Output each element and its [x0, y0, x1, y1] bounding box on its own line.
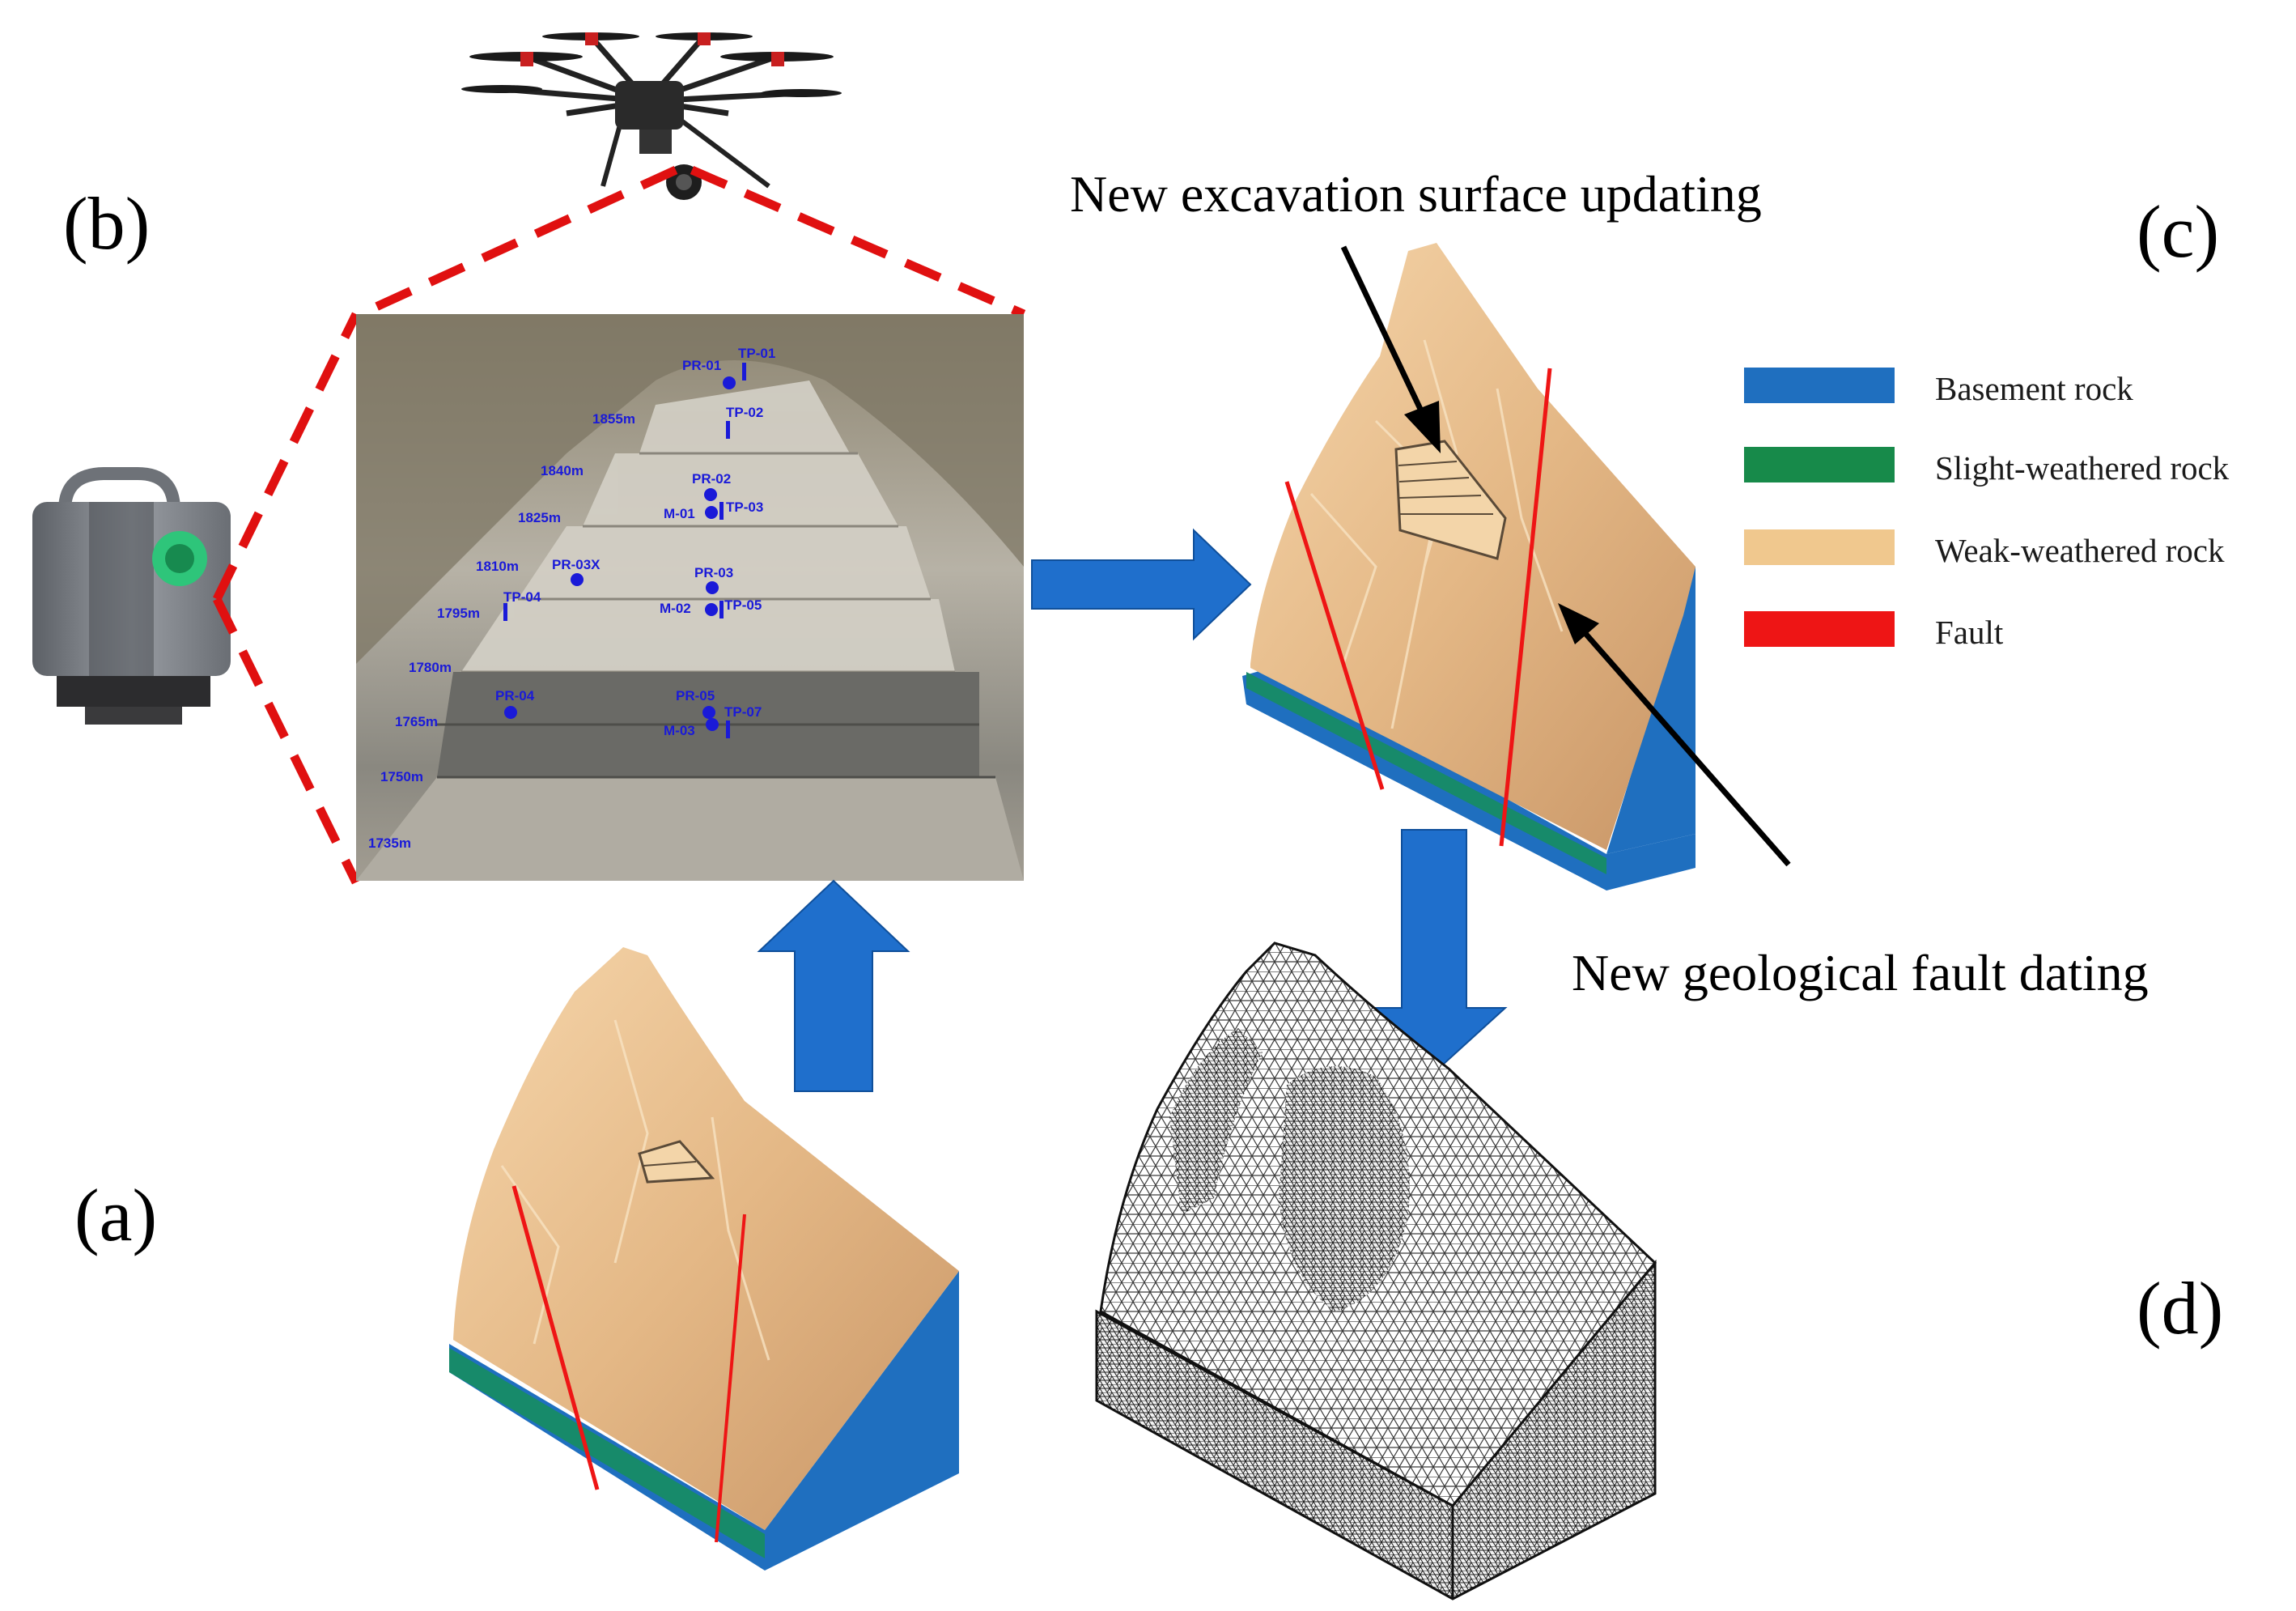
- laser-scanner-icon: [32, 467, 231, 725]
- legend-swatch: [1744, 611, 1895, 647]
- elevation-label: 1840m: [541, 463, 584, 478]
- updated-geological-model: [1242, 243, 1695, 891]
- point-label-pr03: PR-03: [694, 565, 734, 580]
- point-label-pr05: PR-05: [676, 688, 715, 703]
- point-label-m02: M-02: [660, 601, 691, 616]
- arrow-right: [1031, 528, 1252, 641]
- elevation-label: 1780m: [409, 660, 452, 675]
- point-marker: [726, 720, 730, 738]
- point-marker: [723, 376, 736, 389]
- point-label-pr04: PR-04: [495, 688, 535, 703]
- drone-icon: [461, 32, 842, 200]
- elevation-label: 1855m: [592, 411, 635, 427]
- scan-coverage-lines: [213, 165, 1026, 885]
- point-label-tp02: TP-02: [726, 405, 764, 420]
- point-marker: [504, 706, 517, 719]
- annotation-fault: New geological fault dating: [1572, 944, 2149, 1001]
- point-marker: [705, 506, 718, 519]
- legend-swatch: [1744, 447, 1895, 482]
- annotation-arrows: [1340, 245, 1791, 867]
- panel-label-d: (d): [2137, 1267, 2224, 1350]
- elevation-label: 1735m: [368, 835, 411, 851]
- elevation-label: 1825m: [518, 510, 561, 525]
- initial-geological-model: [449, 947, 959, 1571]
- legend-label: Fault: [1935, 614, 2004, 651]
- point-marker: [719, 601, 724, 618]
- point-label-tp05: TP-05: [724, 597, 762, 613]
- point-label-tp04: TP-04: [503, 589, 541, 605]
- arrow-up: [757, 879, 910, 1092]
- point-marker: [702, 706, 715, 719]
- point-marker: [706, 581, 719, 594]
- point-label-m01: M-01: [664, 506, 695, 521]
- elevation-label: 1750m: [380, 769, 423, 784]
- legend-swatch: [1744, 529, 1895, 565]
- point-label-pr01: PR-01: [682, 358, 722, 373]
- mesh-model: [1095, 942, 1657, 1600]
- annotation-excavation: New excavation surface updating: [1070, 165, 1762, 223]
- point-marker: [726, 421, 730, 439]
- point-marker: [706, 718, 719, 731]
- point-label-pr02: PR-02: [692, 471, 732, 487]
- slope-photo: [356, 314, 1024, 881]
- panel-label-c: (c): [2137, 190, 2220, 273]
- point-marker: [742, 363, 746, 380]
- point-marker: [704, 488, 717, 501]
- point-label-tp03: TP-03: [726, 499, 764, 515]
- panel-label-a: (a): [74, 1174, 158, 1256]
- elevation-label: 1795m: [437, 606, 480, 621]
- point-marker: [503, 603, 507, 621]
- legend-label: Basement rock: [1935, 370, 2133, 407]
- point-marker: [705, 603, 718, 616]
- elevation-label: 1765m: [395, 714, 438, 729]
- panel-label-b: (b): [63, 182, 151, 265]
- legend-label: Slight-weathered rock: [1935, 449, 2230, 487]
- legend-swatch: [1744, 368, 1895, 403]
- point-label-tp01: TP-01: [738, 346, 776, 361]
- point-marker: [719, 502, 724, 520]
- flow-arrows: [757, 528, 1508, 1092]
- point-marker: [571, 573, 584, 586]
- arrow-down: [1360, 829, 1508, 1074]
- legend-label: Weak-weathered rock: [1935, 532, 2225, 569]
- point-label-tp07: TP-07: [724, 704, 762, 720]
- elevation-label: 1810m: [476, 559, 519, 574]
- point-label-m03: M-03: [664, 723, 695, 738]
- point-label-pr03x: PR-03X: [552, 557, 601, 572]
